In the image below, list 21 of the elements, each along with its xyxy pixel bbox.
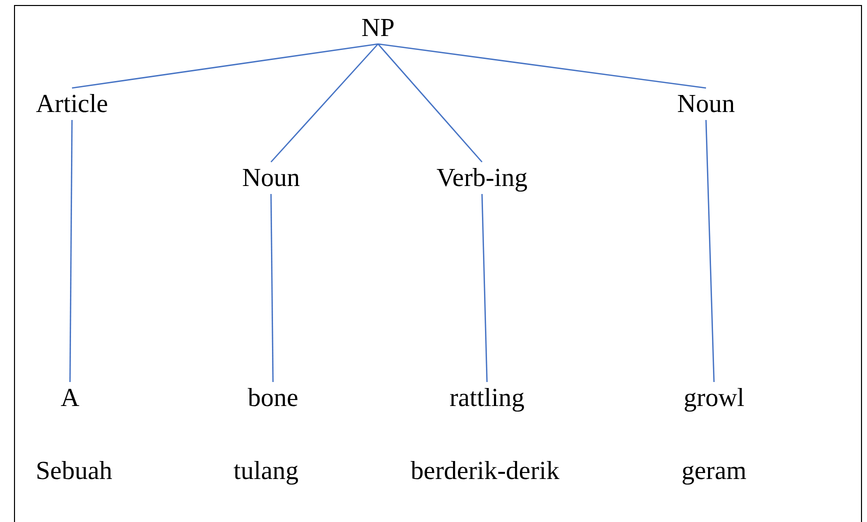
tree-branch-line — [378, 44, 482, 162]
translation-text: tulang — [234, 455, 298, 487]
tree-branch-line — [270, 44, 378, 162]
tree-node-label: growl — [682, 382, 746, 414]
tree-branch-line — [378, 43, 706, 89]
tree-branch-line — [72, 43, 378, 89]
tree-node-label: Noun — [675, 88, 737, 120]
tree-node-label: bone — [246, 382, 300, 414]
tree-node-label: NP — [359, 12, 397, 44]
translation-text: geram — [682, 455, 746, 487]
tree-node-label: rattling — [447, 382, 527, 414]
translation-text: Sebuah — [36, 455, 112, 487]
tree-node-label: Noun — [240, 162, 302, 194]
tree-branch-line — [705, 120, 715, 382]
tree-branch-line — [481, 194, 488, 382]
tree-branch-line — [69, 120, 73, 382]
tree-branch-line — [270, 194, 274, 382]
translation-text: berderik-derik — [410, 455, 560, 487]
tree-node-label: Article — [34, 88, 110, 120]
tree-node-label: A — [58, 382, 82, 414]
tree-node-label: Verb-ing — [434, 162, 530, 194]
